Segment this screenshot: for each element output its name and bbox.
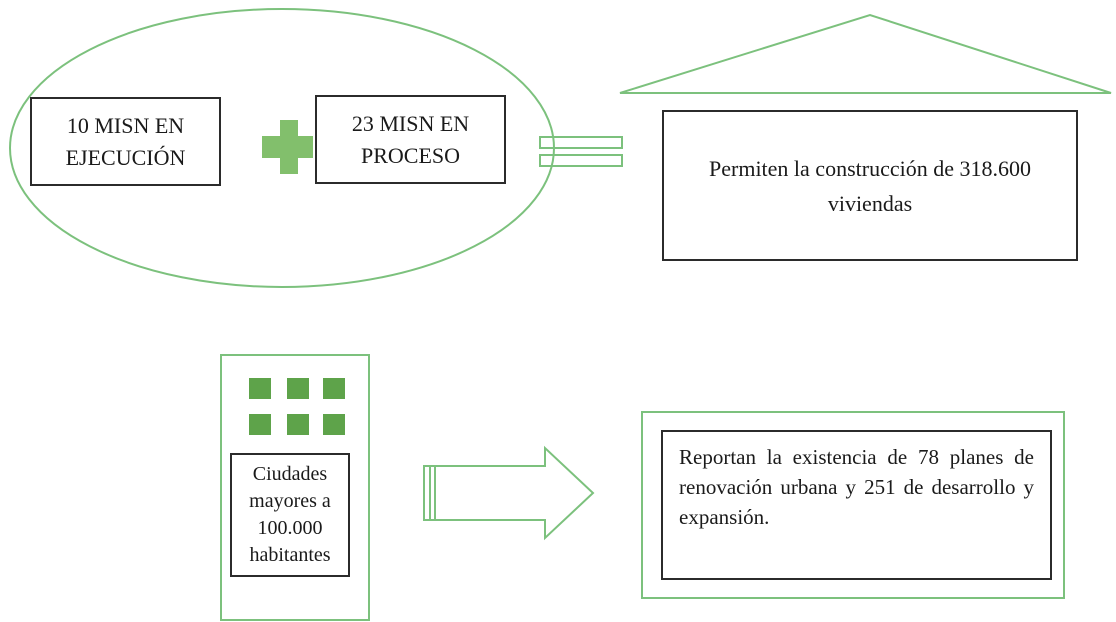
viviendas-box: Permiten la construcción de 318.600 vivi… bbox=[662, 110, 1078, 261]
roof-icon bbox=[619, 13, 1112, 94]
misn-proceso-box: 23 MISN EN PROCESO bbox=[315, 95, 506, 184]
plus-icon bbox=[262, 120, 313, 174]
right-arrow-icon bbox=[423, 445, 595, 541]
reportan-box: Reportan la existencia de 78 planes de r… bbox=[661, 430, 1052, 580]
reportan-label: Reportan la existencia de 78 planes de r… bbox=[679, 445, 1034, 529]
city-blocks-icon bbox=[249, 378, 345, 435]
misn-ejecucion-label: 10 MISN EN EJECUCIÓN bbox=[65, 112, 186, 170]
equals-icon bbox=[539, 136, 623, 167]
misn-ejecucion-box: 10 MISN EN EJECUCIÓN bbox=[30, 97, 221, 186]
ciudades-label: Ciudades mayores a 100.000 habitantes bbox=[249, 463, 331, 566]
ciudades-box: Ciudades mayores a 100.000 habitantes bbox=[230, 453, 350, 577]
misn-proceso-label: 23 MISN EN PROCESO bbox=[351, 110, 470, 168]
viviendas-label: Permiten la construcción de 318.600 vivi… bbox=[709, 155, 1031, 216]
city-container bbox=[220, 354, 370, 621]
reportan-frame bbox=[641, 411, 1065, 599]
